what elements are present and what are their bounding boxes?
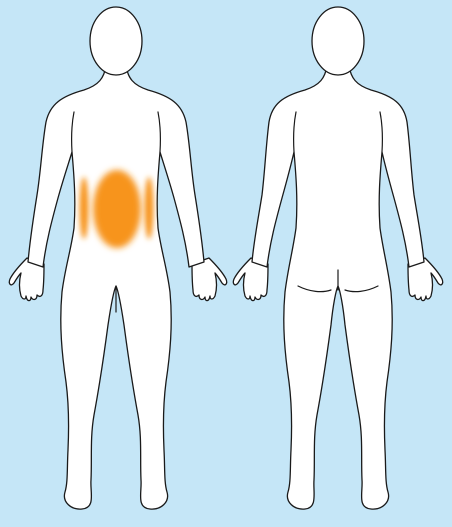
- front-figure: [9, 7, 226, 509]
- pain-highlight-right-band: [145, 177, 154, 239]
- back-head: [312, 7, 364, 75]
- pain-highlight-center: [93, 170, 141, 248]
- front-head: [90, 7, 142, 75]
- back-figure: [233, 7, 442, 509]
- pain-highlight-left-band: [80, 177, 89, 239]
